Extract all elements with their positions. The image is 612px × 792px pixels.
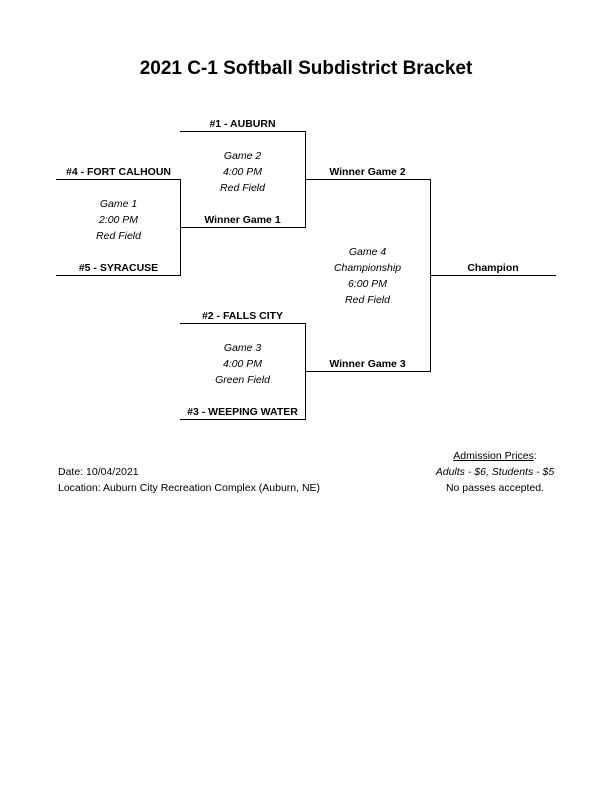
game4-field: Red Field — [345, 294, 390, 306]
game3-field: Green Field — [215, 374, 270, 386]
winner-game1: Winner Game 1 — [204, 214, 281, 226]
admission-heading-row: Admission Prices: — [420, 448, 570, 464]
line-winner-game2 — [305, 179, 430, 180]
winner-game2: Winner Game 2 — [329, 166, 406, 178]
game1-field: Red Field — [96, 230, 141, 242]
game2-field: Red Field — [220, 182, 265, 194]
game1-time: 2:00 PM — [98, 214, 139, 226]
game4-time: 6:00 PM — [347, 278, 388, 290]
line-syracuse — [56, 275, 181, 276]
admission-prices: Adults - $6, Students - $5 — [435, 466, 555, 478]
team-seed1: #1 - AUBURN — [209, 118, 276, 130]
admission-note: No passes accepted. — [445, 482, 545, 494]
team-seed5: #5 - SYRACUSE — [78, 262, 159, 274]
game2-time: 4:00 PM — [222, 166, 263, 178]
line-fort-calhoun — [56, 179, 181, 180]
team-seed2: #2 - FALLS CITY — [201, 310, 284, 322]
admission-heading: Admission Prices — [453, 450, 534, 462]
team-seed3: #3 - WEEPING WATER — [187, 406, 298, 418]
game4-round: Championship — [333, 262, 402, 274]
team-seed4: #4 - FORT CALHOUN — [66, 166, 171, 178]
winner-game3: Winner Game 3 — [329, 358, 406, 370]
admission-box: Admission Prices: Adults - $6, Students … — [420, 448, 570, 496]
game3-name: Game 3 — [223, 342, 262, 354]
game1-name: Game 1 — [99, 198, 138, 210]
game3-time: 4:00 PM — [222, 358, 263, 370]
line-winner-game1 — [180, 227, 305, 228]
line-winner-game3 — [305, 371, 430, 372]
line-auburn — [180, 131, 305, 132]
line-weeping-water — [180, 419, 305, 420]
game4-name: Game 4 — [348, 246, 387, 258]
game2-name: Game 2 — [223, 150, 262, 162]
event-location: Location: Auburn City Recreation Complex… — [58, 482, 321, 494]
line-champion — [430, 275, 556, 276]
champion-label: Champion — [467, 262, 519, 274]
line-falls-city — [180, 323, 305, 324]
admission-heading-suffix: : — [533, 450, 537, 462]
page-title: 2021 C-1 Softball Subdistrict Bracket — [139, 58, 473, 79]
event-date: Date: 10/04/2021 — [58, 466, 139, 478]
